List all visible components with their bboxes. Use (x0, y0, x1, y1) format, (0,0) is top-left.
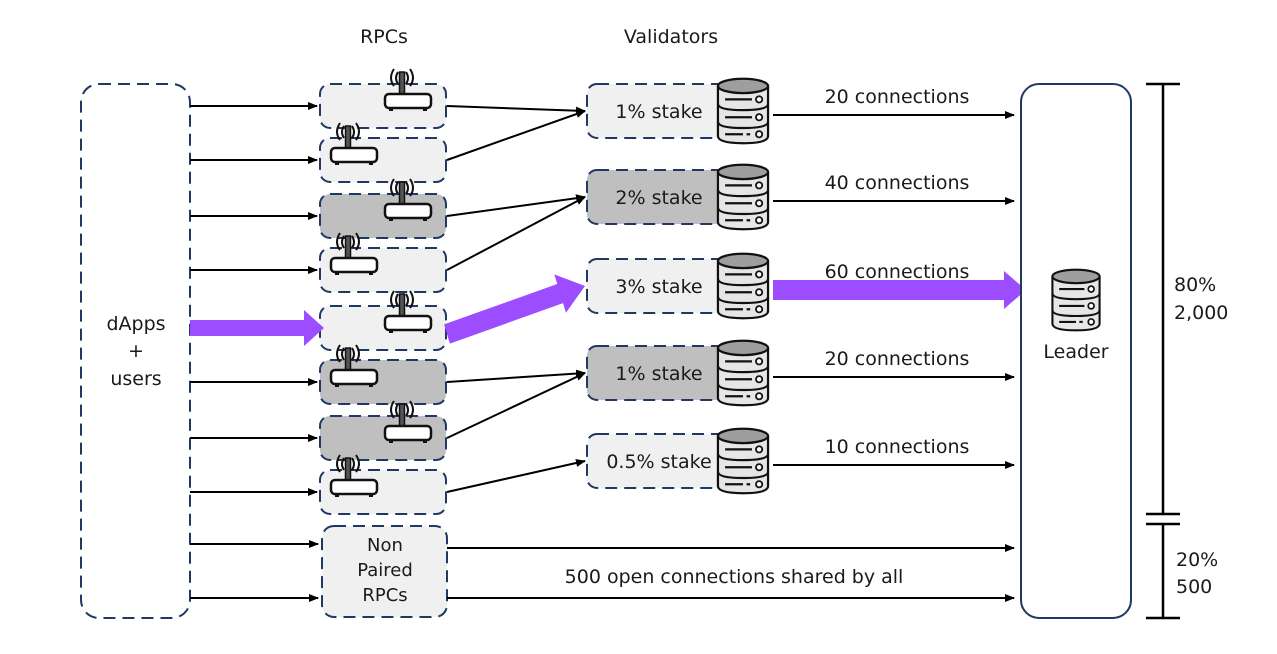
non-paired-line-1: Non (367, 535, 403, 556)
validator-node: 1% stake 20 connections (586, 339, 970, 407)
validator-stake-label: 1% stake (615, 363, 702, 385)
rpc-node (319, 399, 447, 461)
leader-box: Leader (1020, 83, 1132, 619)
validator-stake-label: 0.5% stake (606, 451, 711, 473)
server-icon (716, 427, 770, 495)
server-icon (716, 339, 770, 407)
connections-label: 40 connections (825, 172, 970, 194)
validator-stake-label: 1% stake (615, 101, 702, 123)
leader-server-icon (1051, 268, 1101, 332)
connections-label: 20 connections (825, 86, 970, 108)
validator-column: 1% stake 20 connections 2% stake 40 connect… (586, 77, 970, 495)
rpc-to-validator-arrow (446, 194, 586, 217)
rpc-to-validator-arrow (446, 459, 586, 493)
rpc-node (319, 289, 447, 351)
rpc-node (319, 67, 447, 129)
rpc-node (319, 453, 447, 515)
validator-node: 3% stake 60 connections (586, 252, 970, 320)
staked-count: 2,000 (1174, 302, 1228, 324)
validator-stake-label: 3% stake (615, 276, 702, 298)
rpc-to-validator-arrow (446, 110, 586, 161)
server-icon (716, 252, 770, 320)
connections-label: 60 connections (825, 261, 970, 283)
validator-node: 1% stake 20 connections (586, 77, 970, 145)
dapps-users-box: dApps + users (80, 83, 191, 619)
rpc-to-validator-arrow (446, 105, 586, 115)
source-line-3: users (110, 368, 161, 390)
rpc-node (319, 231, 447, 293)
rpc-node (319, 121, 447, 183)
rpc-to-validator-arrow (446, 369, 586, 383)
source-line-1: dApps (106, 313, 165, 335)
rpc-node (319, 177, 447, 239)
leader-label: Leader (1043, 341, 1108, 363)
staked-percent: 80% (1174, 274, 1216, 296)
connections-label: 10 connections (825, 436, 970, 458)
rpc-to-validator-arrow (446, 196, 586, 271)
staked-bracket: 80% 2,000 (1146, 82, 1228, 516)
connection-edges (190, 102, 1026, 496)
open-count: 500 (1176, 576, 1212, 598)
highlight-arrow-in (190, 310, 324, 346)
validators-header: Validators (624, 26, 718, 48)
non-paired-line-3: RPCs (362, 585, 407, 606)
open-percent: 20% (1176, 549, 1218, 571)
non-paired-rpcs-box: Non Paired RPCs (321, 525, 448, 618)
highlight-arrow-to-validator (444, 274, 585, 344)
rpc-column (319, 67, 447, 515)
server-icon (716, 77, 770, 145)
shared-connections-label: 500 open connections shared by all (565, 566, 904, 588)
validator-node: 0.5% stake 10 connections (586, 427, 970, 495)
open-bracket: 20% 500 (1146, 522, 1218, 620)
rpc-to-validator-arrow (446, 372, 586, 439)
highlight-arrow-to-leader (773, 271, 1026, 309)
rpc-node (319, 343, 447, 405)
validator-stake-label: 2% stake (615, 187, 702, 209)
rpcs-header: RPCs (360, 26, 408, 48)
source-line-2: + (128, 340, 144, 362)
non-paired-line-2: Paired (357, 560, 413, 581)
server-icon (716, 163, 770, 231)
connections-label: 20 connections (825, 348, 970, 370)
validator-node: 2% stake 40 connections (586, 163, 970, 231)
